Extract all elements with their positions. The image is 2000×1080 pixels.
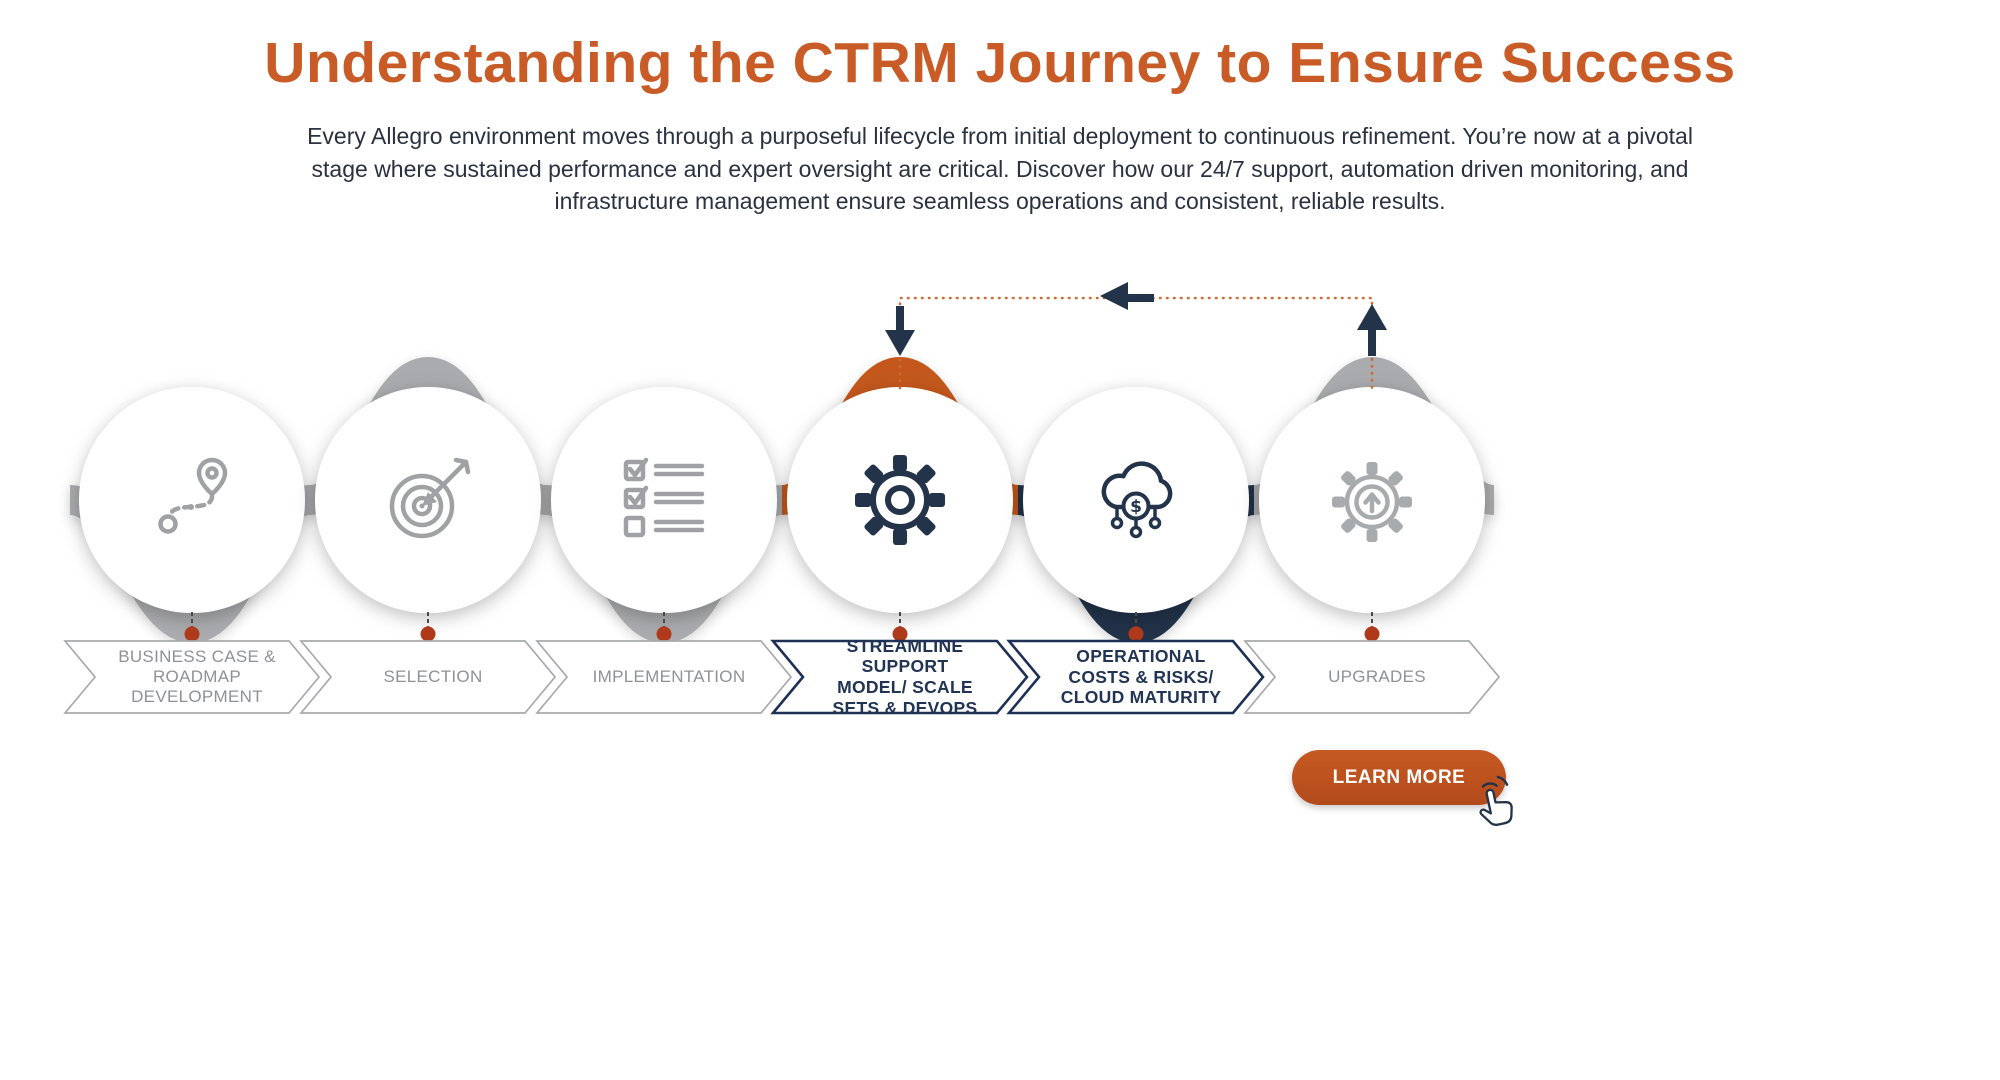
cloud-cost-icon: $ (1101, 461, 1173, 539)
loop-connector (885, 282, 1387, 390)
gear-teeth (1332, 462, 1412, 542)
stage-banner-business-case: BUSINESS CASE & ROADMAP DEVELOPMENT (63, 640, 321, 714)
loop-arrow-up-icon (1357, 304, 1387, 356)
page-title: Understanding the CTRM Journey to Ensure… (264, 31, 1736, 95)
gear-teeth (855, 455, 945, 545)
timeline-ribbon (67, 356, 1497, 644)
stage-banner-implementation: IMPLEMENTATION (535, 640, 793, 714)
stage-banner-label: STREAMLINE SUPPORT MODEL/ SCALE SETS & D… (832, 635, 978, 718)
gear-icon (855, 455, 945, 545)
loop-arrow-down-icon (885, 306, 915, 356)
click-cursor-icon (1479, 775, 1513, 826)
stage-banner-shape (63, 640, 321, 714)
stage-banner-label: SELECTION (383, 666, 483, 686)
stage-banner-label: BUSINESS CASE & ROADMAP DEVELOPMENT (118, 646, 276, 707)
stage-banner-selection: SELECTION (299, 640, 557, 714)
learn-more-label: LEARN MORE (1332, 766, 1466, 788)
stage-banner-shape (299, 640, 557, 714)
stage-banner-support-model: STREAMLINE SUPPORT MODEL/ SCALE SETS & D… (770, 635, 1029, 718)
stage-banner-upgrades: UPGRADES (1243, 640, 1501, 714)
upgrade-gear-icon (1332, 462, 1412, 542)
stage-banner-shape (770, 639, 1029, 715)
stage-banner-shape (1006, 639, 1265, 715)
svg-text:$: $ (1130, 497, 1142, 517)
page-description: Every Allegro environment moves through … (307, 123, 1693, 215)
stage-banner-label: UPGRADES (1328, 666, 1426, 686)
loop-arrow-left-icon (1100, 282, 1154, 310)
stage-banner-shape (535, 640, 793, 714)
stage-banner-label: IMPLEMENTATION (592, 666, 746, 686)
target-icon (389, 457, 471, 539)
stage-banner-label: OPERATIONAL COSTS & RISKS/ CLOUD MATURIT… (1060, 646, 1222, 708)
checklist-icon (623, 457, 705, 538)
stage-banner-shape (1243, 640, 1501, 714)
stage-banner-operational-costs: OPERATIONAL COSTS & RISKS/ CLOUD MATURIT… (1006, 639, 1265, 715)
stage-markers (184, 612, 1380, 642)
stage-banners: BUSINESS CASE & ROADMAP DEVELOPMENT SELE… (63, 635, 1501, 718)
route-map-icon (158, 457, 228, 534)
up-arrow-icon (1363, 492, 1381, 514)
learn-more-button[interactable]: LEARN MORE (1292, 750, 1513, 826)
stage-circles (79, 387, 1485, 613)
loop-dotted-path (898, 296, 1374, 390)
